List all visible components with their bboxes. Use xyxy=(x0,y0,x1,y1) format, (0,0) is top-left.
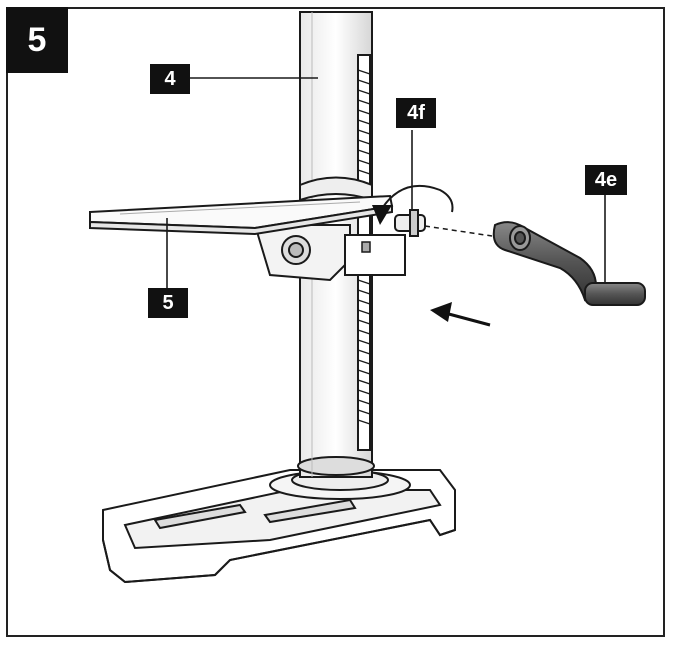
leader-lines xyxy=(166,77,318,288)
rotation-arrowhead-icon xyxy=(372,205,392,225)
handle-shaft xyxy=(394,130,426,237)
label-table: 5 xyxy=(148,288,188,318)
label-column: 4 xyxy=(150,64,190,94)
label-crank-handle: 4e xyxy=(585,165,627,195)
base-plate xyxy=(102,469,456,584)
alignment-dashed-line xyxy=(424,225,493,237)
table-bracket xyxy=(253,176,406,282)
crank-handle xyxy=(492,190,646,306)
figure-number: 5 xyxy=(6,7,68,73)
work-table xyxy=(89,194,394,236)
label-handle-shaft: 4f xyxy=(396,98,436,128)
direction-arrow-icon xyxy=(430,302,491,327)
rotation-arrow-icon xyxy=(377,184,454,216)
